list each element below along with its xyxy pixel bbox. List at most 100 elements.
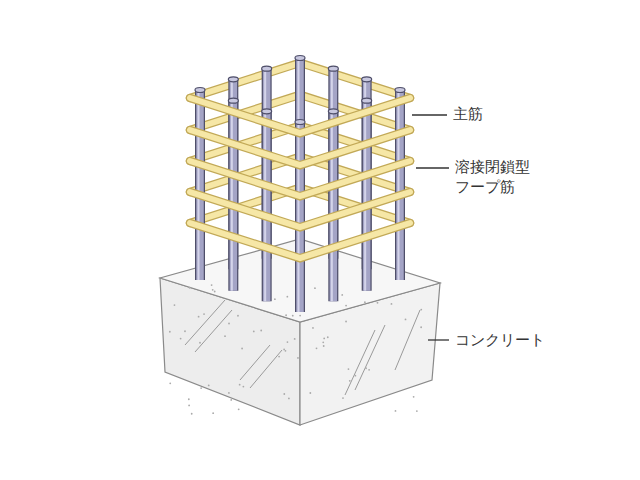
main-bar-outline: [295, 122, 305, 312]
concrete-texture: [212, 412, 214, 414]
concrete-texture: [364, 301, 366, 303]
main-bar-end: [228, 77, 238, 82]
concrete-texture: [238, 408, 240, 410]
main-bar-highlight: [298, 122, 300, 312]
concrete-texture: [169, 331, 171, 333]
main-bar-end: [328, 109, 338, 114]
concrete-texture: [237, 315, 239, 317]
main-bar-end: [195, 88, 205, 93]
concrete-texture: [250, 350, 282, 388]
concrete-texture: [174, 304, 176, 306]
concrete-texture: [228, 392, 230, 394]
concrete-texture: [297, 357, 299, 359]
leader-lines: [412, 115, 449, 340]
main-bar-highlight: [398, 90, 400, 280]
main-bar-outline: [362, 101, 372, 291]
main-bar-outline: [395, 90, 405, 280]
concrete-texture: [323, 338, 325, 340]
concrete-texture: [189, 287, 191, 289]
concrete-texture: [377, 302, 379, 304]
main-bar: [296, 122, 304, 312]
part-label: 溶接閉鎖型 フープ筋: [455, 157, 536, 198]
main-bar: [196, 90, 204, 280]
concrete-texture: [345, 330, 375, 395]
main-bar-outline: [195, 90, 205, 280]
concrete-texture: [395, 410, 397, 412]
concrete-texture: [283, 393, 285, 395]
concrete-texture: [188, 398, 190, 400]
main-bar-highlight: [231, 101, 233, 291]
concrete-texture: [228, 323, 230, 325]
concrete-texture: [420, 326, 422, 328]
main-bar-end: [362, 98, 372, 103]
concrete-texture: [316, 347, 318, 349]
main-bar-highlight: [264, 111, 266, 301]
concrete-texture: [285, 350, 287, 352]
main-bar-highlight: [364, 101, 366, 291]
concrete-texture: [341, 294, 343, 296]
concrete-texture: [253, 331, 255, 333]
concrete-texture: [348, 368, 350, 370]
concrete-texture: [211, 284, 213, 286]
leader-line: [416, 167, 449, 168]
main-bar: [230, 101, 238, 291]
main-bar-end: [295, 56, 305, 61]
concrete-texture: [365, 367, 367, 369]
concrete-texture: [391, 303, 393, 305]
concrete-texture: [214, 291, 216, 293]
concrete-texture: [342, 397, 344, 399]
concrete-texture: [283, 349, 285, 351]
main-bar-end: [328, 66, 338, 71]
concrete-texture: [345, 305, 347, 307]
concrete-texture: [195, 310, 232, 352]
concrete-texture: [260, 330, 262, 332]
concrete-texture: [203, 313, 205, 315]
concrete-texture: [169, 382, 171, 384]
concrete-texture: [191, 413, 193, 415]
concrete-texture: [274, 298, 276, 300]
concrete-texture: [327, 336, 329, 338]
concrete-texture: [314, 287, 316, 289]
main-bar-outline: [228, 101, 238, 291]
concrete-texture: [200, 387, 202, 389]
concrete-texture: [199, 342, 201, 344]
main-bar-outline: [328, 111, 338, 301]
concrete-texture: [349, 380, 351, 382]
concrete-texture: [368, 369, 370, 371]
main-bar-end: [262, 109, 272, 114]
part-label: 主筋: [453, 104, 483, 124]
main-bar-end: [228, 98, 238, 103]
concrete-texture: [345, 321, 347, 323]
concrete-texture: [354, 375, 356, 377]
main-bar-outline: [262, 111, 272, 301]
concrete-texture: [185, 300, 225, 345]
concrete-texture: [240, 345, 270, 380]
concrete-texture: [312, 327, 314, 329]
concrete-texture: [322, 341, 324, 343]
concrete-texture: [395, 310, 420, 370]
main-bar-end: [295, 120, 305, 125]
main-bars: [195, 56, 405, 313]
hoop-bars-front: [190, 98, 410, 258]
concrete-texture: [198, 316, 200, 318]
concrete-texture: [292, 315, 294, 317]
concrete-texture: [188, 405, 190, 407]
main-bar: [396, 90, 404, 280]
main-bar-end: [362, 77, 372, 82]
concrete-texture: [230, 399, 232, 401]
concrete-texture: [180, 338, 182, 340]
leader-line: [412, 114, 447, 115]
concrete-texture: [413, 396, 415, 398]
concrete-texture: [208, 385, 210, 387]
main-bar-highlight: [198, 90, 200, 280]
concrete-texture: [287, 341, 289, 343]
concrete-texture: [355, 325, 385, 390]
concrete-texture: [420, 309, 422, 311]
concrete-texture: [241, 348, 243, 350]
hoop-outline: [190, 98, 410, 133]
main-bar-end: [262, 66, 272, 71]
concrete-texture: [294, 338, 296, 340]
concrete-texture: [285, 314, 287, 316]
concrete-texture: [416, 410, 418, 412]
